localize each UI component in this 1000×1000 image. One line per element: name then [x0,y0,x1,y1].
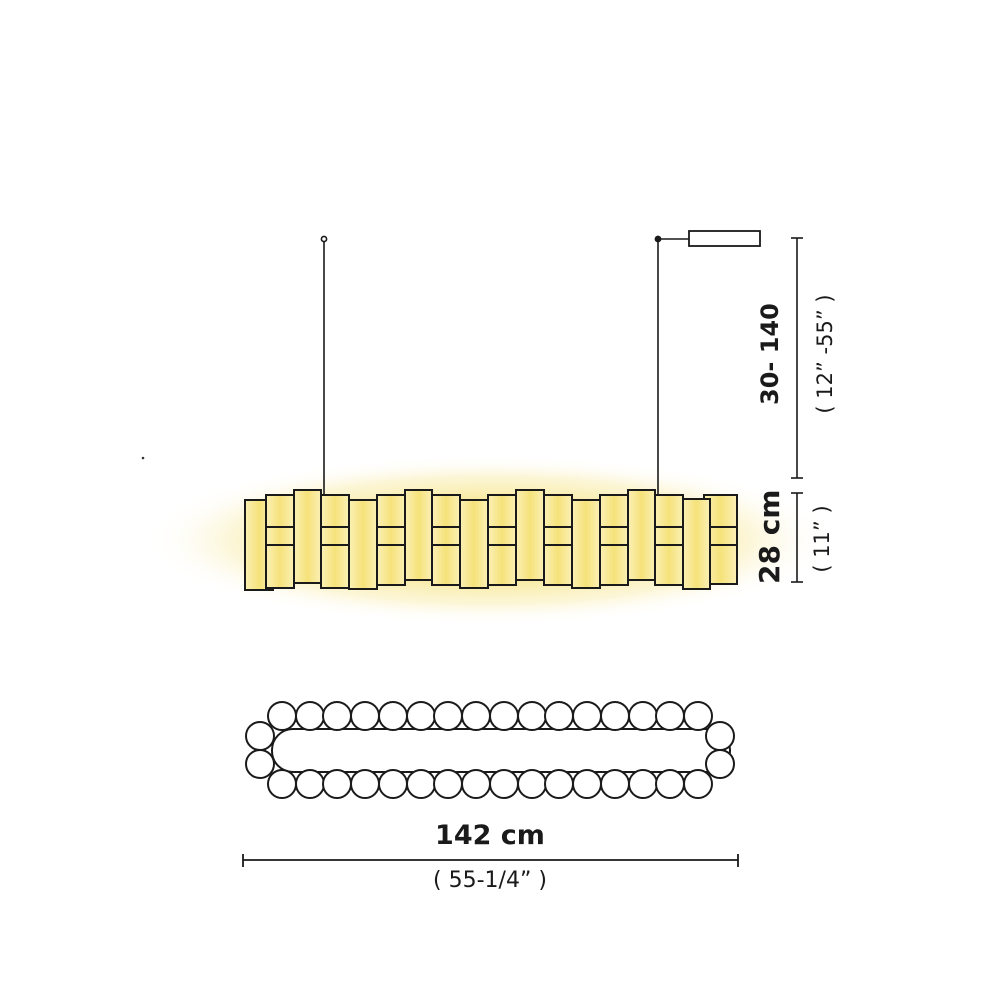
module [459,499,489,589]
module [543,494,573,586]
length-in-label: ( 55-1/4” ) [433,868,547,893]
module [293,489,322,584]
length-cm-label: 142 cm [435,820,545,851]
module [627,489,656,581]
stray-dot [141,456,145,460]
module [404,489,433,581]
module [320,494,350,589]
plan-bottom-row [267,769,713,799]
suspension-height-in-label: ( 12” -55” ) [813,294,837,414]
module [431,494,461,586]
plan-inner-body [271,728,731,773]
module [571,499,601,589]
plan-top-row [267,701,713,731]
height-dimension-lines [791,237,803,583]
body-height-in-label: ( 11” ) [810,505,834,573]
module [515,489,545,581]
module [599,494,629,586]
module [682,498,711,590]
module [487,494,517,586]
module [348,499,378,590]
module [376,494,406,586]
lamp-body-elevation [244,489,738,591]
driver-box [688,230,761,247]
module [265,494,295,589]
left-ceiling-anchor-icon [320,235,328,243]
suspension-cables [320,230,761,497]
plan-view [245,701,735,799]
right-ceiling-anchor-icon [654,235,662,243]
module [654,494,684,586]
suspension-height-cm-label: 30- 140 [756,303,784,405]
body-height-cm-label: 28 cm [753,489,786,585]
length-dimension-line [242,854,739,867]
plan-end-circles [245,721,735,779]
